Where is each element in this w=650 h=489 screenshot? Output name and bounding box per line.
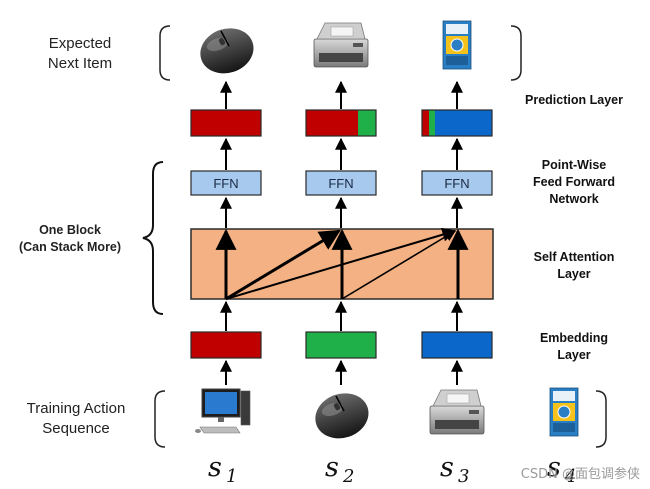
sequence-symbol-2: s (325, 452, 339, 483)
prediction-box-2 (305, 109, 377, 137)
embedding-layer-label-line2: Layer (557, 348, 590, 362)
training-right-bracket (595, 390, 607, 448)
attention-arrow-1-2 (225, 229, 341, 301)
ffn-box-3 (421, 170, 493, 196)
attention-layer-label-line2: Layer (557, 267, 590, 281)
expected-right-bracket (510, 25, 522, 81)
ffn-label-3: FFN (444, 176, 469, 191)
expected-left-bracket (159, 25, 171, 81)
sequence-label-1: s 1 (208, 452, 237, 487)
embedding-layer-label-line1: Embedding (540, 331, 608, 345)
training-label-line1: Training Action (27, 400, 126, 417)
ffn-layer-label-line2: Feed Forward (533, 175, 615, 189)
embedding-box-3 (421, 331, 493, 359)
training-label-line2: Sequence (42, 420, 110, 437)
ffn-layer-label-line3: Network (549, 192, 598, 206)
sequence-symbol-1: s (208, 452, 222, 483)
prediction-box-1 (190, 109, 262, 137)
training-item-4-book-icon (549, 387, 579, 437)
expected-label-line2: Next Item (48, 55, 112, 72)
block-label-line1: One Block (39, 223, 101, 237)
embedding-box-2 (305, 331, 377, 359)
ffn-box-1 (190, 170, 262, 196)
training-item-3-printer-icon (429, 389, 485, 435)
block-curly-brace (142, 161, 164, 315)
sequence-subscript-4: 4 (564, 466, 576, 487)
prediction-box-3 (421, 109, 493, 137)
prediction-layer-label: Prediction Layer (525, 93, 623, 107)
sequence-label-4: s 4 (547, 452, 576, 487)
ffn-layer-label-line1: Point-Wise (542, 158, 607, 172)
sequence-subscript-2: 2 (342, 466, 354, 487)
sequence-label-2: s 2 (325, 452, 354, 487)
attention-arrow-2-3 (341, 230, 456, 300)
training-item-1-desktop-computer-icon (195, 388, 251, 434)
attention-layer-label-line1: Self Attention (534, 250, 615, 264)
training-item-2-mouse-icon (315, 393, 369, 439)
ffn-label-2: FFN (328, 176, 353, 191)
sequence-label-3: s 3 (440, 452, 469, 487)
ffn-box-2 (305, 170, 377, 196)
ffn-label-1: FFN (213, 176, 238, 191)
embedding-box-1 (190, 331, 262, 359)
expected-label-line1: Expected (49, 35, 112, 52)
block-label-line2: (Can Stack More) (19, 240, 121, 254)
sequence-symbol-4: s (547, 452, 561, 483)
expected-item-1-mouse-icon (200, 28, 254, 74)
sequence-subscript-3: 3 (458, 466, 469, 487)
sequence-subscript-1: 1 (226, 466, 237, 487)
expected-item-3-book-icon (442, 20, 472, 70)
training-left-bracket (154, 390, 166, 448)
attention-arrows (215, 227, 469, 301)
watermark-text: CSDN @面包调参侠 (521, 466, 640, 482)
expected-item-2-printer-icon (313, 22, 369, 68)
sequence-symbol-3: s (440, 452, 454, 483)
vertical-arrows (220, 80, 463, 385)
